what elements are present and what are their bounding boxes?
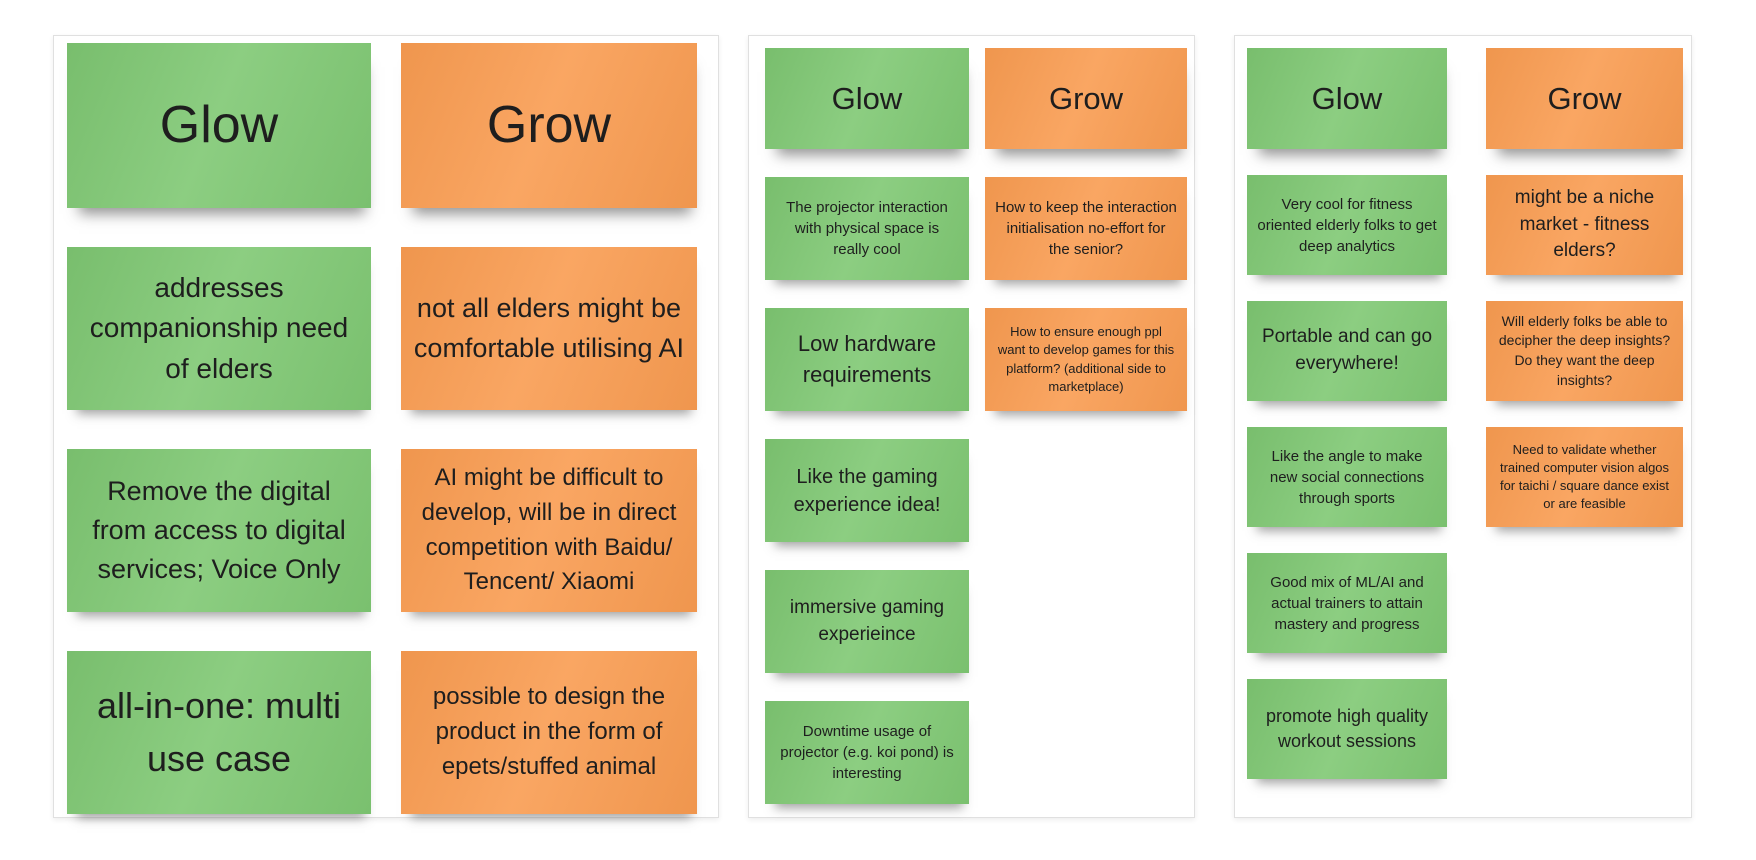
- panel-1-column-glow: Glow addresses companionship need of elde…: [67, 43, 371, 814]
- sticky-note-glow[interactable]: Remove the digital from access to digita…: [67, 449, 371, 612]
- sticky-note-glow[interactable]: addresses companionship need of elders: [67, 247, 371, 410]
- sticky-note-glow[interactable]: Like the gaming experience idea!: [765, 439, 969, 542]
- sticky-note-glow[interactable]: promote high quality workout sessions: [1247, 679, 1447, 779]
- sticky-note-glow[interactable]: Like the angle to make new social connec…: [1247, 427, 1447, 527]
- grow-header-note[interactable]: Grow: [985, 48, 1187, 149]
- sticky-note-glow[interactable]: The projector interaction with physical …: [765, 177, 969, 280]
- glow-header-note[interactable]: Glow: [765, 48, 969, 149]
- sticky-note-grow[interactable]: possible to design the product in the fo…: [401, 651, 697, 814]
- sticky-note-glow[interactable]: Downtime usage of projector (e.g. koi po…: [765, 701, 969, 804]
- sticky-note-glow[interactable]: all-in-one: multi use case: [67, 651, 371, 814]
- grow-header-note[interactable]: Grow: [1486, 48, 1683, 149]
- panel-1-column-grow: Grow not all elders might be comfortable …: [401, 43, 697, 814]
- sticky-note-glow[interactable]: immersive gaming experieince: [765, 570, 969, 673]
- sticky-note-glow[interactable]: Portable and can go everywhere!: [1247, 301, 1447, 401]
- sticky-note-grow[interactable]: Need to validate whether trained compute…: [1486, 427, 1683, 527]
- sticky-note-glow[interactable]: Low hardware requirements: [765, 308, 969, 411]
- sticky-note-grow[interactable]: How to ensure enough ppl want to develop…: [985, 308, 1187, 411]
- sticky-note-grow[interactable]: AI might be difficult to develop, will b…: [401, 449, 697, 612]
- sticky-note-glow[interactable]: Very cool for fitness oriented elderly f…: [1247, 175, 1447, 275]
- panel-3-column-grow: Grow might be a niche market - fitness el…: [1486, 48, 1683, 527]
- grow-header-note[interactable]: Grow: [401, 43, 697, 208]
- glow-header-note[interactable]: Glow: [67, 43, 371, 208]
- sticky-note-grow[interactable]: Will elderly folks be able to decipher t…: [1486, 301, 1683, 401]
- sticky-note-glow[interactable]: Good mix of ML/AI and actual trainers to…: [1247, 553, 1447, 653]
- glow-header-note[interactable]: Glow: [1247, 48, 1447, 149]
- sticky-note-grow[interactable]: How to keep the interaction initialisati…: [985, 177, 1187, 280]
- sticky-note-grow[interactable]: not all elders might be comfortable util…: [401, 247, 697, 410]
- sticky-note-grow[interactable]: might be a niche market - fitness elders…: [1486, 175, 1683, 275]
- frame-panel-1: Glow addresses companionship need of elde…: [53, 35, 719, 818]
